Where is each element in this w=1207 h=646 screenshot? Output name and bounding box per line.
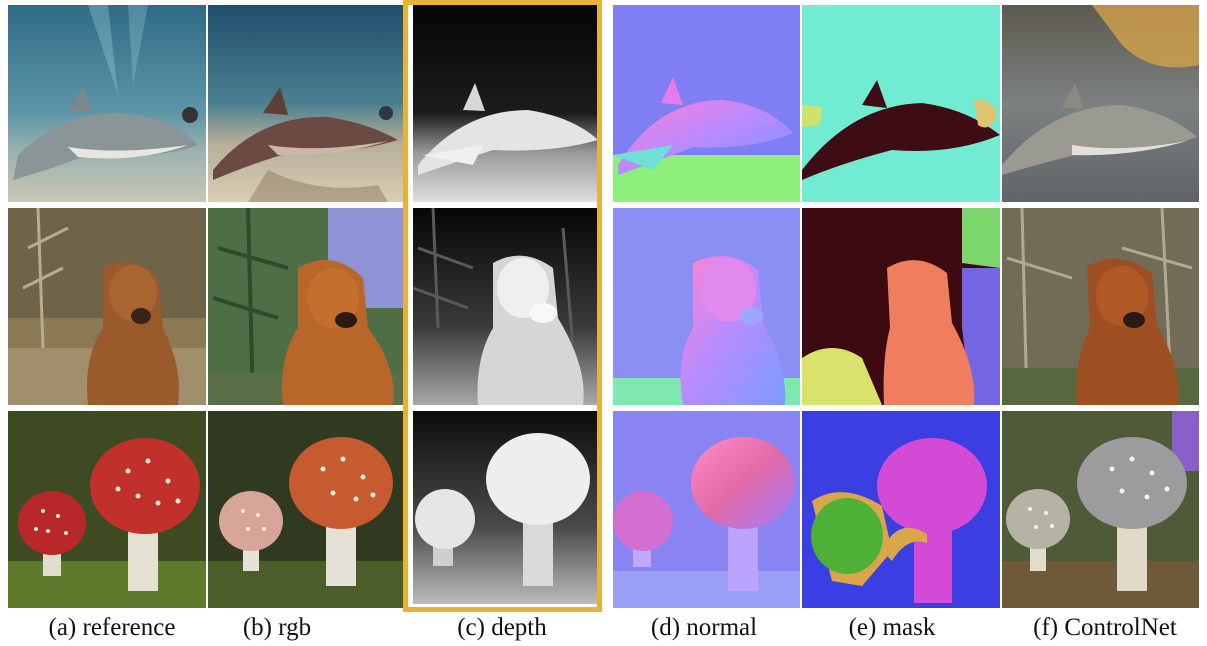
dog-depth-image <box>413 208 600 405</box>
shark-rgb-image <box>208 5 404 202</box>
img-shark-normal <box>613 5 800 202</box>
mushroom-mask-image <box>802 411 1000 608</box>
img-mushroom-controlnet <box>1002 411 1199 608</box>
img-dog-rgb <box>208 208 404 405</box>
img-dog-reference <box>8 208 206 405</box>
dog-reference-image <box>8 208 206 405</box>
img-dog-controlnet <box>1002 208 1199 405</box>
dog-rgb-image <box>208 208 404 405</box>
img-mushroom-reference <box>8 411 206 608</box>
img-dog-normal <box>613 208 800 405</box>
caption-rgb: (b) rgb <box>242 614 312 641</box>
shark-reference-image <box>8 5 206 202</box>
shark-mask-image <box>802 5 1000 202</box>
dog-normal-image <box>613 208 800 405</box>
img-mushroom-depth <box>413 411 600 604</box>
dog-mask-image <box>802 208 1000 405</box>
img-shark-depth <box>413 5 600 202</box>
shark-depth-image <box>413 5 600 202</box>
mushroom-controlnet-image <box>1002 411 1199 608</box>
caption-normal: (d) normal <box>650 614 758 641</box>
img-mushroom-rgb <box>208 411 404 608</box>
mushroom-normal-image <box>613 411 800 608</box>
caption-controlnet: (f) ControlNet <box>1033 614 1177 641</box>
img-mushroom-mask <box>802 411 1000 608</box>
img-shark-controlnet <box>1002 5 1199 202</box>
caption-reference: (a) reference <box>48 614 176 641</box>
mushroom-depth-image <box>413 411 600 604</box>
caption-depth: (c) depth <box>457 614 547 641</box>
img-shark-rgb <box>208 5 404 202</box>
img-dog-depth <box>413 208 600 405</box>
img-dog-mask <box>802 208 1000 405</box>
caption-mask: (e) mask <box>848 614 936 641</box>
img-shark-reference <box>8 5 206 202</box>
shark-controlnet-image <box>1002 5 1199 202</box>
mushroom-rgb-image <box>208 411 404 608</box>
mushroom-reference-image <box>8 411 206 608</box>
img-shark-mask <box>802 5 1000 202</box>
shark-normal-image <box>613 5 800 202</box>
dog-controlnet-image <box>1002 208 1199 405</box>
img-mushroom-normal <box>613 411 800 608</box>
